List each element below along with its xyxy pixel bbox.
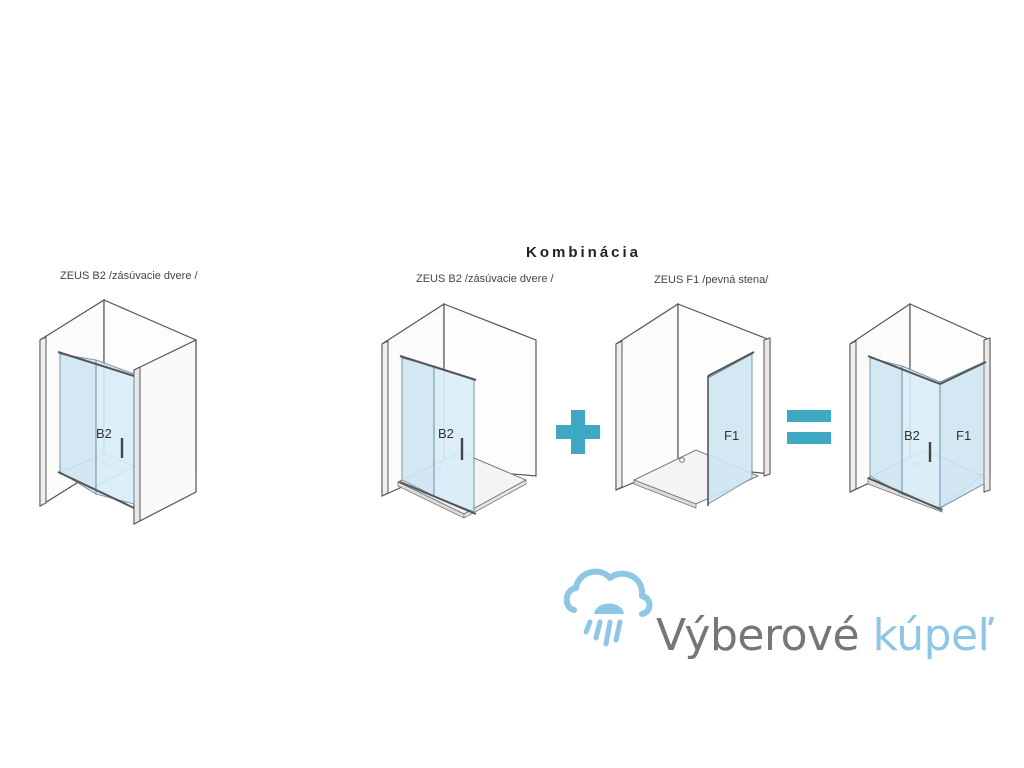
- equals-icon: [787, 410, 831, 449]
- panel-tag-f1: F1: [724, 428, 739, 443]
- shower-diagram-b2-combo: B2: [378, 300, 543, 525]
- brand-wordmark: Výberové kúpeľ: [656, 610, 994, 661]
- panel-tag-b2: B2: [438, 426, 454, 441]
- brand-word-1: Výberové: [656, 610, 860, 661]
- brand-word-2: kúpeľ: [872, 610, 995, 661]
- plus-icon: [556, 410, 600, 459]
- caption-zeus-b2-combo: ZEUS B2 /zásúvacie dvere /: [416, 273, 554, 285]
- panel-tag-f1: F1: [956, 428, 971, 443]
- caption-zeus-b2-single: ZEUS B2 /zásúvacie dvere /: [60, 270, 198, 282]
- shower-diagram-f1: F1: [612, 300, 777, 515]
- shower-diagram-b2-f1-combined: B2 F1: [846, 300, 1024, 525]
- caption-zeus-f1: ZEUS F1 /pevná stena/: [654, 274, 769, 286]
- panel-tag-b2: B2: [904, 428, 920, 443]
- shower-cloud-icon: [563, 568, 653, 647]
- brand-logo: Výberové kúpeľ: [560, 560, 1024, 670]
- panel-tag-b2: B2: [96, 426, 112, 441]
- shower-diagram-b2-single: B2: [38, 296, 203, 531]
- combination-title: Kombinácia: [526, 244, 642, 261]
